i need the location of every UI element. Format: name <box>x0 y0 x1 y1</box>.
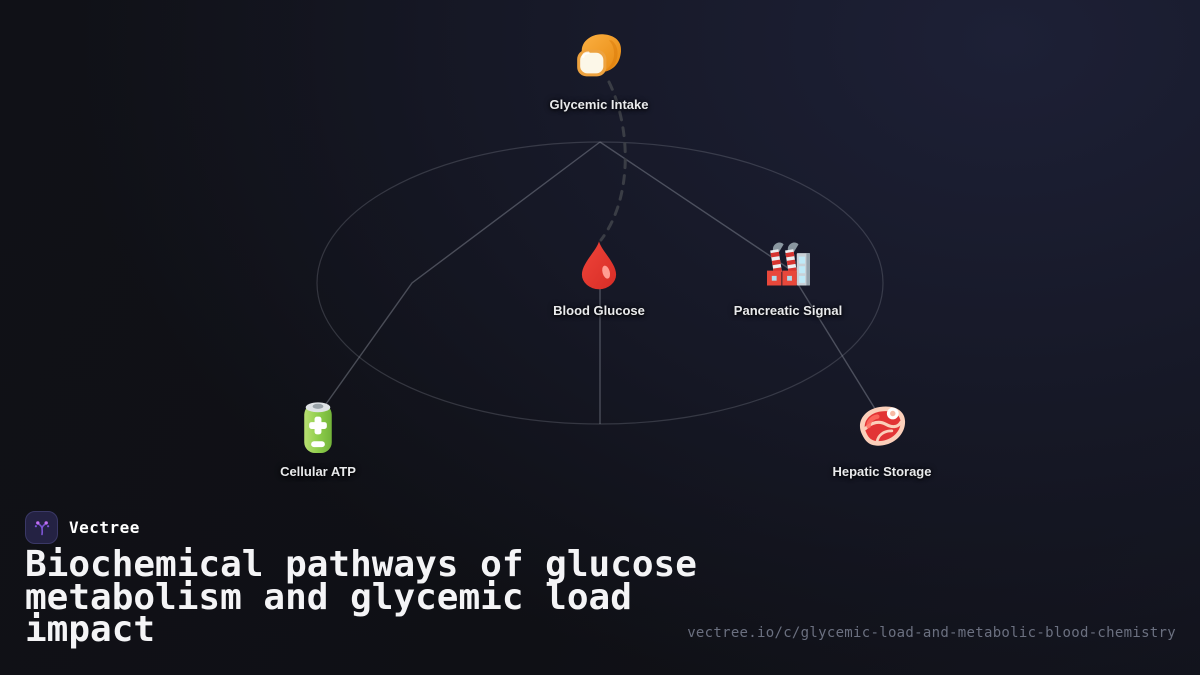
edge-intake-to-atp <box>325 141 601 405</box>
battery-icon <box>304 402 332 454</box>
factory-icon <box>767 242 810 286</box>
bread-icon <box>576 34 621 77</box>
canonical-url[interactable]: vectree.io/c/glycemic-load-and-metabolic… <box>687 625 1176 641</box>
node-label: Glycemic Intake <box>549 97 649 112</box>
edge-pancreatic-to-hepatic <box>787 267 878 413</box>
brand-name: Vectree <box>69 518 140 537</box>
node-glycemic-intake[interactable]: Glycemic Intake <box>489 30 709 112</box>
meat-icon <box>860 406 906 446</box>
node-label: Cellular ATP <box>280 464 356 479</box>
node-cellular-atp[interactable]: Cellular ATP <box>208 398 428 479</box>
node-blood-glucose[interactable]: Blood Glucose <box>489 240 709 318</box>
vectree-logo[interactable] <box>25 511 58 544</box>
node-label: Hepatic Storage <box>832 464 932 479</box>
edge-intake-to-pancreatic <box>599 141 789 269</box>
node-hepatic-storage[interactable]: Hepatic Storage <box>772 397 992 479</box>
title-line-3: impact <box>25 609 156 650</box>
brand-row: Vectree <box>25 511 140 544</box>
blood-drop-icon <box>581 241 617 290</box>
page-title: Biochemical pathways of glucose metaboli… <box>25 544 745 650</box>
vectree-branch-icon <box>34 520 49 535</box>
edge-intake-to-glucose-dashed <box>599 80 627 242</box>
title-line-2: metabolism and glycemic load <box>25 576 632 618</box>
node-label: Pancreatic Signal <box>733 303 843 318</box>
orbit-ellipse <box>316 141 884 425</box>
node-label: Blood Glucose <box>553 303 645 318</box>
title-line-1: Biochemical pathways of glucose <box>25 544 697 585</box>
node-pancreatic-signal[interactable]: Pancreatic Signal <box>678 240 898 318</box>
